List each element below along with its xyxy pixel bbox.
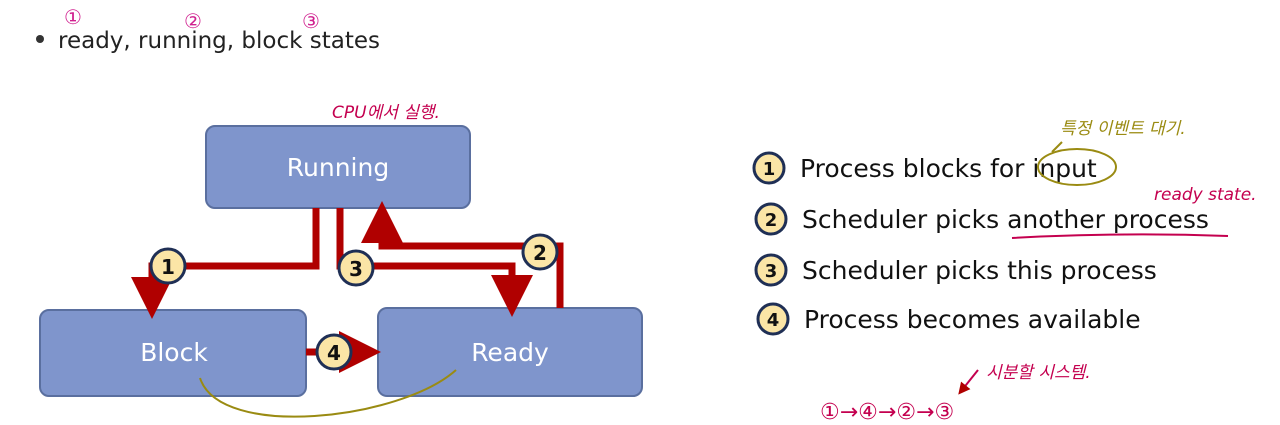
legend-item-4: 4 Process becomes available <box>756 302 1141 336</box>
svg-text:Process becomes available: Process becomes available <box>804 305 1141 334</box>
svg-text:Scheduler picks this process: Scheduler picks this process <box>802 256 1157 285</box>
transition-4-badge: 4 <box>315 333 353 371</box>
top-mark-2: ② <box>184 9 202 33</box>
state-running: Running <box>205 125 471 209</box>
arrow-3-running-to-ready <box>336 208 533 317</box>
state-running-label: Running <box>287 153 389 182</box>
event-note-pointer <box>1051 141 1063 153</box>
svg-text:Process blocks for input: Process blocks for input <box>800 154 1097 183</box>
timeshare-note: 시분할 시스템. <box>986 363 1091 383</box>
svg-text:3: 3 <box>765 261 778 282</box>
state-block: Block <box>39 309 307 397</box>
word-block: block <box>241 28 303 54</box>
top-mark-3: ③ <box>302 9 320 33</box>
transition-3-badge: 3 <box>337 249 375 287</box>
event-wait-note: 특정 이벤트 대기. <box>1060 119 1186 139</box>
ready-state-note: ready state. <box>1154 185 1257 205</box>
state-ready: Ready <box>377 307 643 397</box>
bullet-dot <box>36 34 44 43</box>
state-block-label: Block <box>140 338 208 367</box>
timeshare-arrow <box>958 369 979 395</box>
input-highlight-circle <box>1037 148 1117 186</box>
transition-1-badge: 1 <box>149 247 187 285</box>
top-mark-1: ① <box>64 5 82 29</box>
bullet-heading: ready, running, block states <box>36 28 380 54</box>
svg-text:1: 1 <box>763 159 776 180</box>
svg-text:1: 1 <box>161 255 175 279</box>
arrow-1-running-to-block <box>131 208 320 319</box>
another-process-underline <box>1011 233 1229 239</box>
svg-text:4: 4 <box>327 341 341 365</box>
word-running: running <box>138 28 227 54</box>
transition-2-badge: 2 <box>521 233 559 271</box>
cpu-note: CPU에서 실행. <box>332 103 440 123</box>
handdrawn-curve <box>199 369 457 418</box>
svg-text:4: 4 <box>767 310 780 331</box>
sequence-note: ①→④→②→③ <box>820 400 954 425</box>
state-ready-label: Ready <box>471 338 549 367</box>
legend-item-2: 2 Scheduler picks another process <box>754 202 1209 236</box>
legend-item-3: 3 Scheduler picks this process <box>754 253 1157 287</box>
svg-text:2: 2 <box>765 210 778 231</box>
word-ready: ready <box>58 28 124 54</box>
svg-text:Scheduler picks another proces: Scheduler picks another process <box>802 205 1209 234</box>
arrow-2-ready-to-running <box>361 201 564 308</box>
svg-text:2: 2 <box>533 241 547 265</box>
svg-text:3: 3 <box>349 257 363 281</box>
